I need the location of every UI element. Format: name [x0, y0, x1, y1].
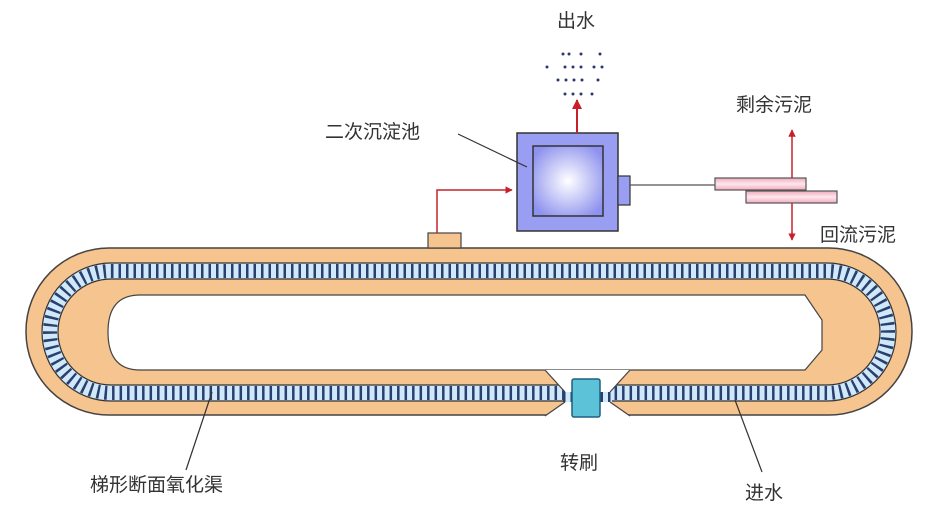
excess-sludge-label: 剩余污泥 — [736, 94, 813, 116]
return-sludge-label: 回流污泥 — [820, 224, 897, 246]
ditch-leader — [185, 391, 213, 471]
clarifier-label: 二次沉淀池 — [325, 121, 421, 143]
influent-label: 进水 — [745, 482, 784, 504]
ditch-label: 梯形断面氧化渠 — [90, 474, 224, 496]
excess-sludge-bar — [714, 177, 807, 191]
secondary-clarifier — [516, 132, 631, 232]
rotor-brush-label: 转刷 — [560, 452, 599, 474]
return-sludge-bar — [745, 190, 838, 204]
outlet-box — [427, 232, 462, 249]
water-drops-icon — [545, 52, 604, 96]
effluent-label: 出水 — [557, 10, 596, 32]
rotor-brush — [571, 378, 601, 418]
flow-to-clarifier-arrow — [436, 186, 513, 233]
oxidation-ditch — [25, 247, 913, 417]
clarifier-leader — [457, 133, 528, 168]
influent-leader — [734, 399, 763, 473]
